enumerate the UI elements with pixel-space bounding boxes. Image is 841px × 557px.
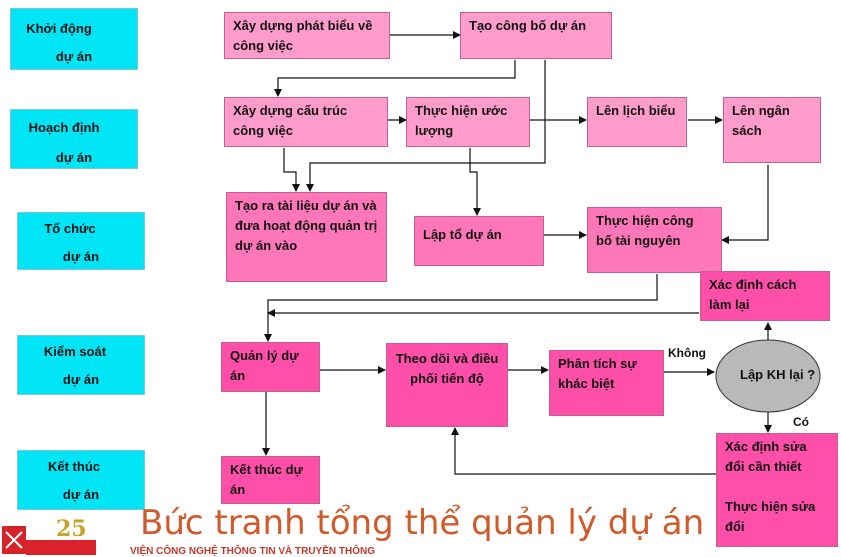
box-variance: Phân tích sự khác biệt: [549, 350, 664, 416]
institute-name: VIỆN CÔNG NGHỆ THÔNG TIN VÀ TRUYỀN THÔNG: [130, 546, 376, 557]
phase-label: Khởi động: [26, 21, 92, 36]
box-manage: Quản lý dự án: [221, 342, 320, 392]
box-rework: Xác định cách làm lại: [700, 271, 830, 321]
box-close: Kết thúc dự án: [221, 456, 320, 504]
box-budget: Lên ngân sách: [723, 97, 821, 163]
phase-label: dự án: [55, 150, 93, 165]
box-project-charter: Tạo công bố dự án: [460, 12, 612, 59]
logo-text: 25: [56, 518, 87, 542]
box-estimation: Thực hiện ước lượng: [406, 97, 530, 147]
logo-icon: 25: [2, 518, 96, 555]
phase-closing: Kết thúc dự án: [17, 450, 145, 510]
no-label: Không: [668, 346, 706, 360]
phase-label: dự án: [62, 249, 100, 264]
phase-label: dự án: [62, 372, 100, 387]
box-team: Lập tổ dự án: [414, 216, 544, 266]
phase-label: Kết thúc: [48, 459, 100, 474]
box-monitor: Theo dõi và điều phối tiến độ: [386, 343, 508, 427]
phase-label: dự án: [55, 49, 93, 64]
box-apply-changes-label: Thực hiện sửa đổi: [725, 499, 816, 534]
phase-label: Hoạch định: [28, 120, 100, 135]
box-resource: Thực hiện công bố tài nguyên: [587, 207, 722, 273]
phase-label: Kiểm soát: [43, 344, 107, 359]
phase-initiation: Khởi động dự án: [10, 8, 138, 70]
phase-planning: Hoạch định dự án: [10, 109, 138, 169]
box-schedule: Lên lịch biểu: [587, 97, 687, 147]
phase-label: Tổ chức: [44, 221, 96, 236]
phase-organizing: Tổ chức dự án: [17, 212, 145, 270]
box-work-statement: Xây dựng phát biểu về công việc: [224, 12, 390, 59]
page-title: Bức tranh tổng thể quản lý dự án: [140, 503, 705, 543]
phase-label: dự án: [62, 487, 100, 502]
phase-controlling: Kiểm soát dự án: [17, 335, 145, 395]
decision-ellipse: [715, 339, 821, 413]
box-wbs: Xây dựng cấu trúc công việc: [224, 97, 388, 147]
decision-label: Lập KH lại ?: [740, 367, 816, 382]
yes-label: Có: [793, 415, 809, 429]
box-changes-label: Xác định sửa đổi cần thiết: [725, 439, 807, 474]
box-project-docs: Tạo ra tài liệu dự án và đưa hoạt động q…: [226, 192, 387, 282]
box-changes: Xác định sửa đổi cần thiết Thực hiện sửa…: [716, 433, 838, 547]
